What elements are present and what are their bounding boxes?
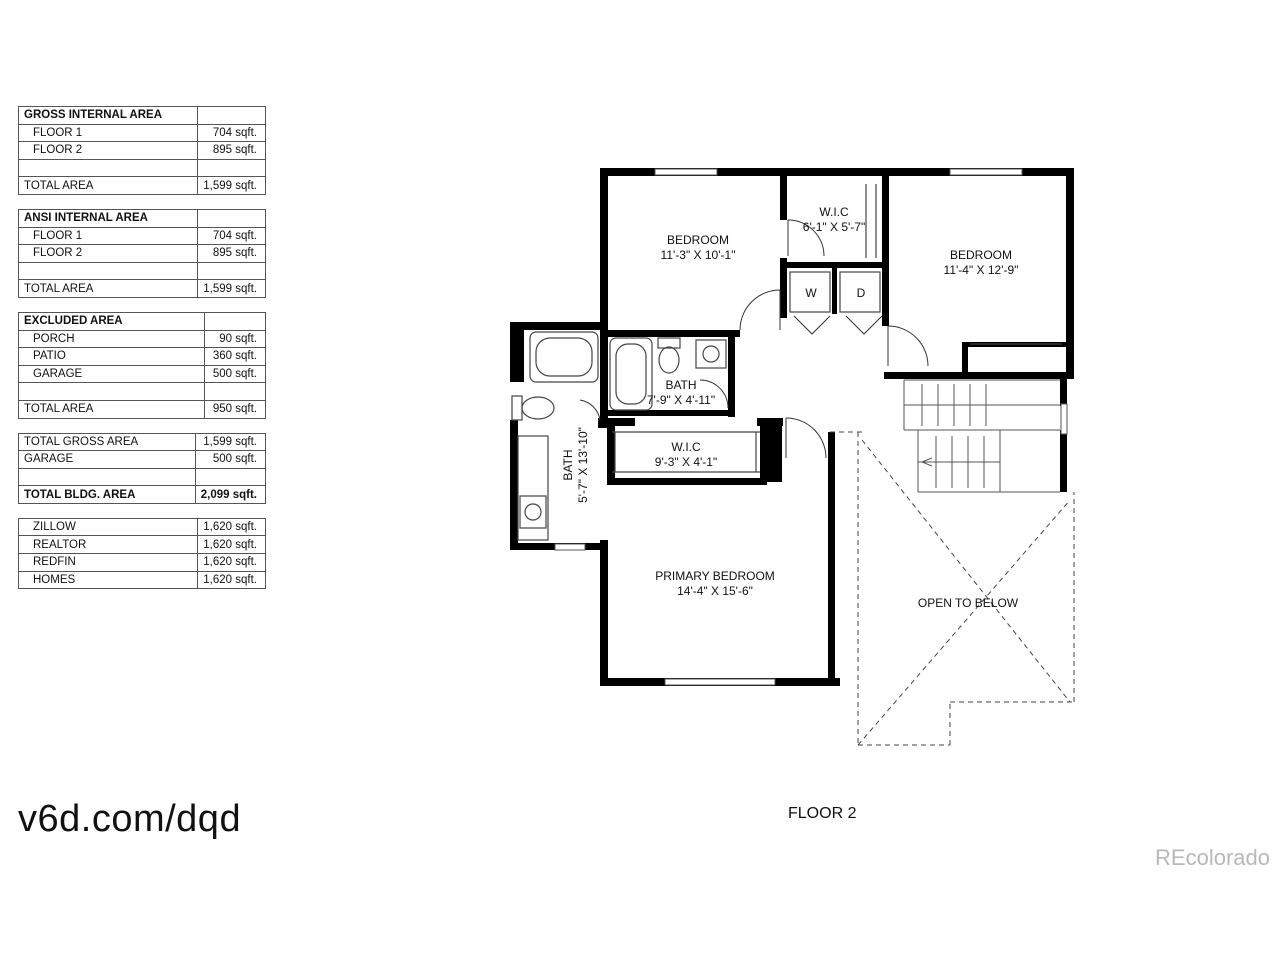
open-to-below-label: OPEN TO BELOW: [918, 596, 1019, 610]
area-label: HOMES: [17, 570, 199, 590]
area-value: 1,599 sqft.: [197, 176, 266, 195]
area-label: ANSI INTERNAL AREA: [17, 208, 199, 228]
bath-primary-dims: 5'-7" X 13'-10": [576, 427, 590, 503]
area-label: TOTAL BLDG. AREA: [18, 485, 196, 504]
wic-top-name: W.I.C: [819, 205, 849, 219]
wic-top-dims: 6'-1" X 5'-7": [803, 220, 865, 234]
bath-center-name: BATH: [665, 378, 696, 392]
area-label: REDFIN: [17, 553, 199, 572]
primary-bedroom-name: PRIMARY BEDROOM: [655, 569, 775, 583]
area-value: 500 sqft.: [194, 450, 267, 469]
bath-primary-name: BATH: [561, 449, 575, 480]
bedroom-2-dims: 11'-4" X 12'-9": [944, 263, 1019, 277]
floor-label: FLOOR 2: [788, 805, 857, 822]
area-label: FLOOR 1: [17, 226, 199, 246]
wic-primary-dims: 9'-3" X 4'-1": [655, 455, 717, 469]
area-label: TOTAL AREA: [17, 176, 199, 195]
bedroom-2-name: BEDROOM: [950, 248, 1012, 262]
dryer-label: D: [857, 286, 866, 300]
bedroom-1-name: BEDROOM: [667, 233, 729, 247]
washer-label: W: [805, 286, 817, 300]
area-value: 1,599 sqft.: [194, 432, 267, 452]
area-label: FLOOR 2: [17, 141, 199, 160]
area-value: 360 sqft.: [204, 347, 266, 366]
area-label: GARAGE: [18, 364, 205, 384]
area-value: 950 sqft.: [204, 399, 266, 419]
area-label: REALTOR: [17, 535, 199, 555]
table-row: [18, 382, 266, 401]
open-to-below-area: [830, 431, 1075, 746]
windows: [554, 168, 1068, 686]
area-value: 1,599 sqft.: [197, 279, 266, 298]
area-value: 2,099 sqft.: [194, 485, 267, 504]
area-value: 1,620 sqft.: [197, 570, 266, 590]
area-value: 90 sqft.: [204, 329, 266, 349]
fixtures: [511, 184, 1062, 541]
doors: [579, 219, 929, 459]
table-row: ANSI INTERNAL AREA: [17, 208, 266, 228]
area-label: TOTAL AREA: [17, 279, 199, 298]
area-label: TOTAL GROSS AREA: [18, 432, 196, 452]
wic-primary-name: W.I.C: [671, 440, 701, 454]
area-value: 704 sqft.: [197, 226, 266, 246]
staircase: [903, 379, 1060, 493]
area-label: TOTAL AREA: [18, 399, 205, 419]
area-value: 895 sqft.: [197, 141, 266, 160]
tour-url: v6d.com/dqd: [18, 798, 242, 840]
bedroom-1-dims: 11'-3" X 10'-1": [661, 248, 736, 262]
brand-watermark: REcolorado: [1155, 845, 1270, 870]
area-label: GARAGE: [18, 450, 196, 469]
bath-center-dims: 7'-9" X 4'-11": [647, 393, 715, 407]
room-labels: BEDROOM 11'-3" X 10'-1" W.I.C 6'-1" X 5'…: [561, 205, 1019, 610]
primary-bedroom-dims: 14'-4" X 15'-6": [677, 584, 753, 598]
